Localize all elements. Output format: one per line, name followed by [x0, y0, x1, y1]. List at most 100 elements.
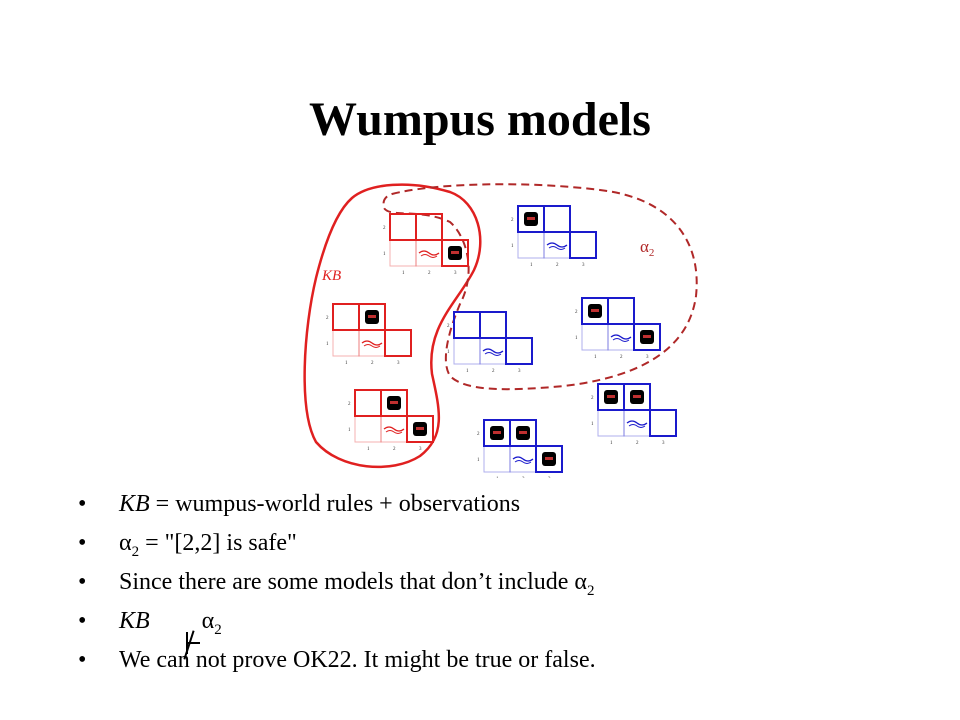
axis-row-label: 1 [326, 342, 329, 347]
alpha-subscript: 2 [131, 543, 140, 560]
axis-row-label: 1 [383, 252, 386, 257]
axis-col-label: 3 [397, 361, 400, 366]
axis-col-label: 1 [496, 477, 499, 478]
breeze-icon [361, 340, 383, 349]
axis-row-label: 2 [477, 432, 480, 437]
model-grid: 2 1 1 2 3 [575, 297, 661, 360]
bullet-text: Since there are some models that don’t i… [119, 569, 587, 595]
breeze-icon [383, 426, 405, 435]
alpha2-label: α2 [640, 237, 654, 259]
grid-cell [607, 297, 635, 325]
axis-col-label: 2 [620, 355, 623, 360]
grid-cell [332, 329, 360, 357]
axis-col-label: 3 [518, 369, 521, 374]
axis-col-label: 3 [548, 477, 551, 478]
alpha-symbol: α [119, 530, 132, 556]
axis-col-label: 1 [530, 263, 533, 268]
pit-icon [640, 330, 654, 344]
bullet-marker: • [78, 491, 87, 517]
model-grid: 2 1 1 2 3 [591, 383, 677, 446]
axis-col-label: 1 [466, 369, 469, 374]
grid-cell [380, 389, 408, 417]
pit-icon [516, 426, 530, 440]
axis-col-label: 2 [492, 369, 495, 374]
bullet-item: • KB α2 [78, 605, 596, 660]
grid-cell [623, 383, 651, 411]
axis-row-label: 2 [511, 218, 514, 223]
grid-cell [384, 329, 412, 357]
grid-cell [453, 337, 481, 365]
axis-col-label: 2 [522, 477, 525, 478]
axis-col-label: 3 [662, 441, 665, 446]
axis-col-label: 3 [454, 271, 457, 276]
grid-cell [505, 337, 533, 365]
bullet-text: = "[2,2] is safe" [139, 530, 297, 556]
grid-cell [358, 303, 386, 331]
breeze-icon [512, 456, 534, 465]
axis-col-label: 1 [594, 355, 597, 360]
grid-cell [543, 205, 571, 233]
grid-cell [509, 419, 537, 447]
axis-col-label: 3 [582, 263, 585, 268]
bullet-text: = wumpus-world rules + observations [149, 491, 521, 517]
breeze-icon [626, 420, 648, 429]
bullet-item: • Since there are some models that don’t… [78, 566, 596, 605]
axis-col-label: 1 [402, 271, 405, 276]
bullet-list: • KB = wumpus-world rules + observations… [78, 488, 596, 683]
axis-row-label: 1 [477, 458, 480, 463]
grid-cell [389, 239, 417, 267]
breeze-icon [418, 250, 440, 259]
pit-icon [524, 212, 538, 226]
axis-col-label: 1 [345, 361, 348, 366]
grid-cell [581, 323, 609, 351]
axis-col-label: 2 [636, 441, 639, 446]
grid-cell [597, 409, 625, 437]
axis-col-label: 3 [646, 355, 649, 360]
alpha-subscript: 2 [214, 621, 222, 638]
axis-row-label: 2 [575, 310, 578, 315]
model-grid: 2 1 1 2 3 [477, 419, 563, 478]
axis-row-label: 1 [591, 422, 594, 427]
axis-row-label: 2 [348, 402, 351, 407]
bullet-marker: • [78, 569, 87, 595]
grid-cell [479, 311, 507, 339]
axis-row-label: 2 [591, 396, 594, 401]
kb-term: KB [119, 608, 150, 634]
grid-cell [649, 409, 677, 437]
axis-col-label: 2 [393, 447, 396, 452]
axis-col-label: 2 [556, 263, 559, 268]
alpha2-region [382, 183, 698, 391]
grid-cell [517, 231, 545, 259]
kb-label: KB [321, 268, 341, 284]
breeze-icon [610, 334, 632, 343]
bullet-marker: • [78, 608, 87, 634]
axis-col-label: 3 [419, 447, 422, 452]
slide-title: Wumpus models [309, 93, 651, 146]
alpha-symbol: α [201, 608, 215, 634]
axis-row-label: 2 [383, 226, 386, 231]
pit-icon [588, 304, 602, 318]
grid-cell [354, 389, 382, 417]
grid-cell [535, 445, 563, 473]
axis-col-label: 1 [610, 441, 613, 446]
grid-cell [354, 415, 382, 443]
grid-cell [441, 239, 469, 267]
axis-row-label: 1 [575, 336, 578, 341]
kb-term: KB [119, 491, 150, 517]
grid-cell [633, 323, 661, 351]
grid-cell [332, 303, 360, 331]
bullet-item: • We can not prove OK22. It might be tru… [78, 644, 596, 683]
bullet-item: • α2 = "[2,2] is safe" [78, 527, 596, 566]
grid-cell [569, 231, 597, 259]
grid-cell [415, 213, 443, 241]
axis-row-label: 1 [348, 428, 351, 433]
grid-cell [483, 445, 511, 473]
kb-region [303, 183, 482, 469]
grid-cell [453, 311, 481, 339]
axis-col-label: 1 [367, 447, 370, 452]
axis-row-label: 2 [447, 324, 450, 329]
